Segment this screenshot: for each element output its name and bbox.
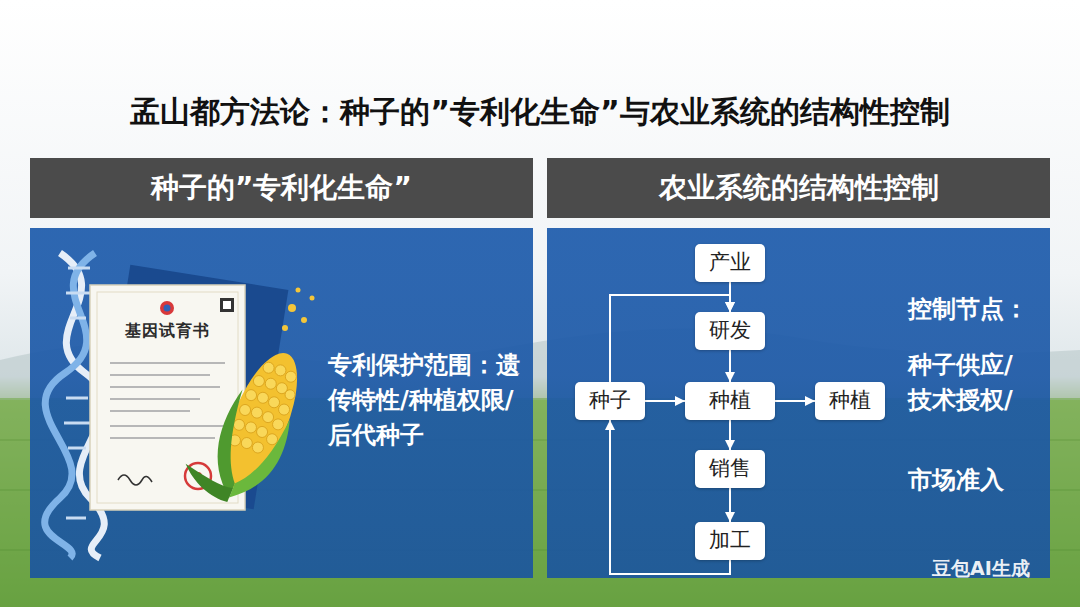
illustration-part xyxy=(271,417,285,431)
arrow-head xyxy=(805,396,815,406)
page-title: 孟山都方法论：种子的”专利化生命”与农业系统的结构性控制 xyxy=(0,92,1080,133)
illustration-part xyxy=(110,362,225,364)
illustration-part xyxy=(66,517,86,520)
illustration-part xyxy=(226,356,304,460)
illustration-part xyxy=(110,410,190,412)
illustration-part xyxy=(223,301,231,309)
process-box: 产业 xyxy=(695,244,765,282)
arrow-head xyxy=(725,440,735,450)
process-box: 种植 xyxy=(685,382,775,420)
illustration-part xyxy=(110,398,200,400)
illustration-part xyxy=(68,267,90,270)
arrow-head xyxy=(675,396,685,406)
illustration-part xyxy=(282,325,288,331)
illustration-part xyxy=(288,304,296,312)
process-box: 种植 xyxy=(815,382,885,420)
illustration-part xyxy=(178,464,235,503)
illustration-part xyxy=(45,253,95,558)
box-label: 种子 xyxy=(589,388,631,413)
illustration-part xyxy=(110,386,220,388)
illustration-part xyxy=(220,298,234,312)
box-label: 种植 xyxy=(829,388,871,413)
box-label: 研发 xyxy=(709,318,751,343)
process-box: 销售 xyxy=(695,450,765,488)
box-label: 产业 xyxy=(709,250,751,275)
panel-text: 专利保护范围：遗传特性/种植权限/后代种子 xyxy=(328,348,528,452)
illustration-part xyxy=(310,296,315,301)
illustration-part xyxy=(238,403,252,417)
process-box: 种子 xyxy=(575,382,645,420)
illustration-part xyxy=(110,425,225,427)
illustration-part xyxy=(301,317,307,323)
panel-header: 种子的”专利化生命” xyxy=(30,158,533,218)
box-label: 种植 xyxy=(709,388,751,413)
illustration-part xyxy=(282,288,315,332)
arrow-head xyxy=(725,302,735,312)
certificate-title: 基因试育书 xyxy=(92,321,243,342)
illustration-part xyxy=(252,374,266,388)
illustration-part xyxy=(178,334,317,515)
illustration-part xyxy=(229,409,295,509)
illustration-part xyxy=(66,292,92,295)
arrow-head xyxy=(725,372,735,382)
illustration-part xyxy=(164,305,171,312)
arrow-head xyxy=(725,512,735,522)
arrow-head xyxy=(605,420,615,430)
process-box: 加工 xyxy=(695,522,765,560)
illustration-part xyxy=(64,268,92,518)
illustration-part xyxy=(250,405,264,419)
illustration-part xyxy=(277,402,291,416)
illustration-part xyxy=(110,437,215,439)
patent-panel: 种子的”专利化生命” 专利保护范围：遗传特性/种植权限/后代种子 基因试育书 xyxy=(30,158,533,578)
illustration-part xyxy=(244,420,258,434)
illustration-part xyxy=(70,317,86,320)
illustration-part xyxy=(264,377,278,391)
illustration-part xyxy=(240,436,254,450)
illustration-part xyxy=(256,391,270,405)
arrow-head xyxy=(725,302,735,312)
box-label: 销售 xyxy=(709,456,751,481)
illustration-part xyxy=(64,422,92,425)
control-panel: 农业系统的结构性控制控制节点： 种子供应/ 技术授权/市场准入 产业研发种子 种植 种植… xyxy=(547,158,1050,578)
illustration-part xyxy=(110,363,225,438)
illustration-part xyxy=(66,397,88,400)
panel-text: 种子供应/ 技术授权/ xyxy=(908,348,1036,418)
illustration-part xyxy=(68,447,86,450)
illustration-part xyxy=(160,301,174,315)
process-box: 研发 xyxy=(695,312,765,350)
watermark: 豆包AI生成 xyxy=(932,556,1030,582)
illustration-part xyxy=(284,370,298,384)
panel-header: 农业系统的结构性控制 xyxy=(547,158,1050,218)
connector xyxy=(610,295,730,382)
box-label: 加工 xyxy=(709,528,751,553)
illustration-part xyxy=(261,361,275,375)
connector xyxy=(610,420,730,574)
illustration-part xyxy=(110,374,210,376)
illustration-part xyxy=(251,440,265,454)
panel-text: 市场准入 xyxy=(908,463,1004,498)
illustration-part xyxy=(296,288,301,293)
illustration-part xyxy=(244,388,258,402)
illustration-part xyxy=(284,388,297,401)
illustration-part xyxy=(118,475,152,485)
control-heading: 控制节点： xyxy=(908,292,1028,327)
